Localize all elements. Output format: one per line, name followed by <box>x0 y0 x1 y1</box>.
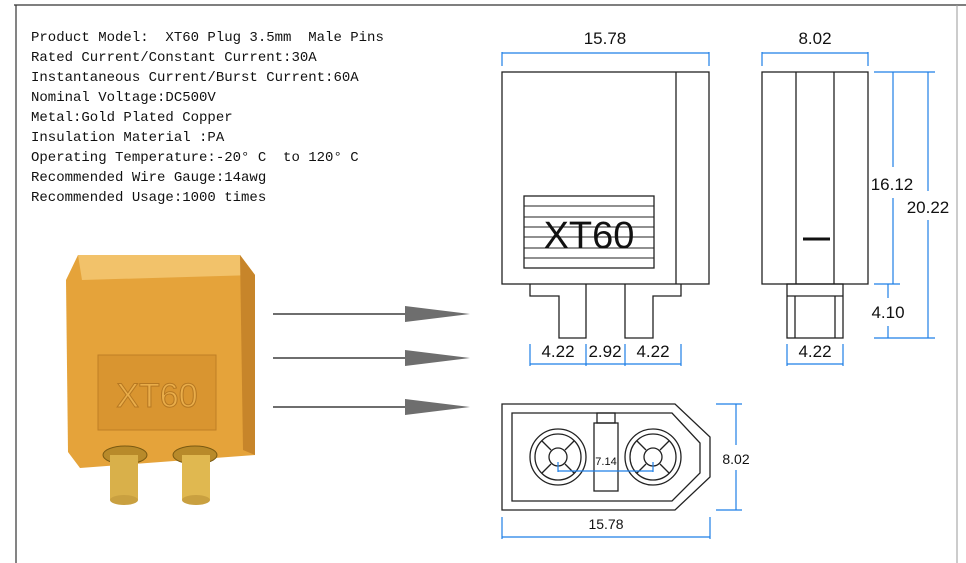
arrow-head-icon <box>405 399 470 415</box>
side-view: 8.02 16.12 20.22 4.10 4.22 <box>761 29 950 366</box>
spec-product-model: Product Model: XT60 Plug 3.5mm Male Pins <box>31 30 384 46</box>
front-width-dim: 15.78 <box>584 29 627 48</box>
spec-metal: Metal:Gold Plated Copper <box>31 110 233 126</box>
spec-voltage: Nominal Voltage:DC500V <box>31 90 216 106</box>
pin-spacing-dim: 7.14 <box>595 456 616 468</box>
side-pin-width-dim: 4.22 <box>798 342 831 361</box>
spec-burst-current: Instantaneous Current/Burst Current:60A <box>31 70 359 86</box>
front-view: XT60 15.78 4.22 2.92 4.22 <box>501 29 710 366</box>
connector-photo: XT60 <box>66 255 255 505</box>
bottom-view: 7.14 8.02 15.78 <box>501 403 750 539</box>
spec-wire-gauge: Recommended Wire Gauge:14awg <box>31 170 267 186</box>
bottom-width-dim: 15.78 <box>588 516 623 532</box>
photo-label: XT60 <box>116 377 197 415</box>
arrow-head-icon <box>405 306 470 322</box>
side-width-dim: 8.02 <box>798 29 831 48</box>
spec-temperature: Operating Temperature:-20° C to 120° C <box>31 150 359 166</box>
pin-socket-icon <box>529 428 587 486</box>
spec-insulation: Insulation Material :PA <box>31 130 225 146</box>
arrows <box>273 306 470 415</box>
pin-socket-icon <box>624 428 682 486</box>
pin-width-left-dim: 4.22 <box>541 342 574 361</box>
body-height-dim: 16.12 <box>871 175 914 194</box>
arrow-head-icon <box>405 350 470 366</box>
front-label: XT60 <box>544 215 635 257</box>
spec-usage: Recommended Usage:1000 times <box>31 190 267 206</box>
pin-gap-dim: 2.92 <box>588 342 621 361</box>
total-height-dim: 20.22 <box>907 198 950 217</box>
pin-width-right-dim: 4.22 <box>636 342 669 361</box>
bottom-height-dim: 8.02 <box>722 451 749 467</box>
pin-height-dim: 4.10 <box>871 303 904 322</box>
spec-rated-current: Rated Current/Constant Current:30A <box>31 50 317 66</box>
